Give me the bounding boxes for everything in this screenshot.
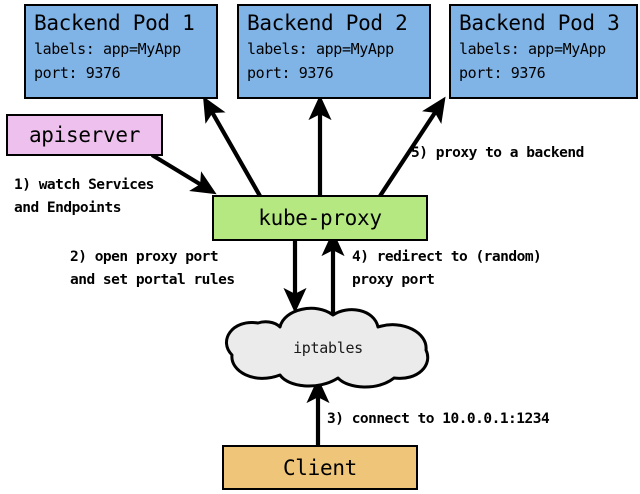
backend-pod-1[interactable]: Backend Pod 1 labels: app=MyApp port: 93… — [24, 4, 218, 99]
pod-labels-line: labels: app=MyApp — [459, 40, 606, 58]
backend-pod-3[interactable]: Backend Pod 3 labels: app=MyApp port: 93… — [449, 4, 638, 99]
pod-title: Backend Pod 1 — [34, 11, 195, 35]
step-2-label: 2) open proxy port and set portal rules — [70, 246, 235, 292]
iptables-label: iptables — [293, 338, 363, 357]
edge-apiserver-to-kubeproxy — [150, 153, 217, 195]
pod-title: Backend Pod 3 — [459, 11, 620, 35]
pod-port-line: port: 9376 — [247, 64, 334, 82]
client-label: Client — [282, 455, 358, 480]
pod-labels-line: labels: app=MyApp — [34, 40, 181, 58]
step-4-line-1: 4) redirect to (random) — [352, 249, 542, 265]
kube-proxy-label: kube-proxy — [258, 206, 382, 230]
step-3-line-1: 3) connect to 10.0.0.1:1234 — [327, 411, 550, 427]
step-3-label: 3) connect to 10.0.0.1:1234 — [327, 408, 550, 431]
pod-port-line: port: 9376 — [459, 64, 546, 82]
client-node[interactable]: Client — [222, 445, 418, 490]
step-1-line-1: 1) watch Services — [14, 177, 154, 193]
kube-proxy-node[interactable]: kube-proxy — [212, 195, 428, 241]
edge-kubeproxy-to-pod1 — [202, 96, 262, 198]
step-2-line-2: and set portal rules — [70, 272, 235, 288]
step-5-label: 5) proxy to a backend — [411, 142, 584, 165]
step-1-label: 1) watch Services and Endpoints — [14, 174, 154, 220]
backend-pod-2[interactable]: Backend Pod 2 labels: app=MyApp port: 93… — [237, 4, 431, 99]
apiserver-node[interactable]: apiserver — [6, 114, 163, 156]
step-4-label: 4) redirect to (random) proxy port — [352, 246, 542, 292]
step-1-line-2: and Endpoints — [14, 200, 121, 216]
apiserver-label: apiserver — [28, 123, 141, 147]
pod-port-line: port: 9376 — [34, 64, 121, 82]
pod-title: Backend Pod 2 — [247, 11, 408, 35]
step-4-line-2: proxy port — [352, 272, 435, 288]
step-2-line-1: 2) open proxy port — [70, 249, 219, 265]
step-5-line-1: 5) proxy to a backend — [411, 145, 584, 161]
pod-labels-line: labels: app=MyApp — [247, 40, 394, 58]
iptables-cloud: iptables — [188, 305, 468, 390]
